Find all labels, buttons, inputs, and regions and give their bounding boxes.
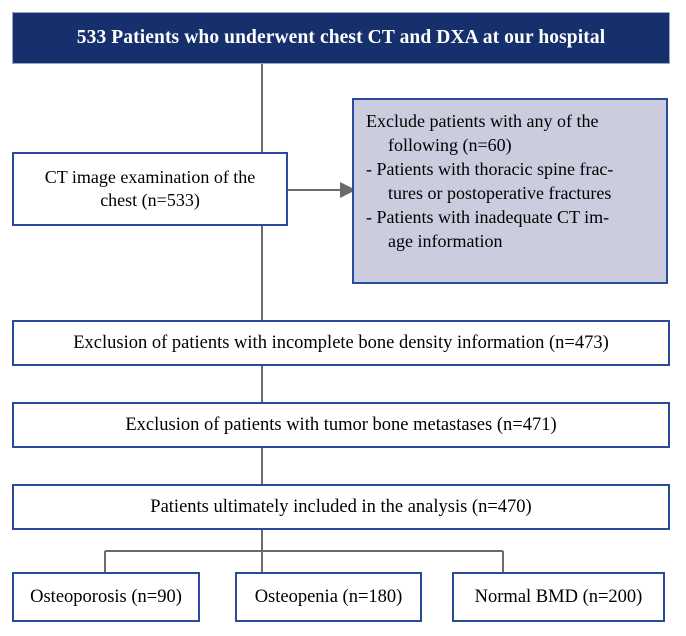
node-exclude-incomplete-bmd: Exclusion of patients with incomplete bo… xyxy=(12,320,670,366)
node-osteopenia: Osteopenia (n=180) xyxy=(235,572,422,622)
node-normal-bmd: Normal BMD (n=200) xyxy=(452,572,665,622)
exclusion-line-4: tures or postoperative fractures xyxy=(388,182,612,203)
ct-line-2: chest (n=533) xyxy=(100,190,200,210)
exclusion-line-5: - Patients with inadequate CT im- xyxy=(366,206,610,227)
ct-line-1: CT image examination of the xyxy=(44,166,256,187)
exclusion-line-2: following (n=60) xyxy=(388,134,512,155)
node-ct-examination: CT image examination of the chest (n=533… xyxy=(12,152,288,226)
exclusion-line-6: age information xyxy=(388,230,503,251)
exclusion-line-3: - Patients with thoracic spine frac- xyxy=(366,158,614,179)
node-exclusion-criteria: Exclude patients with any of the followi… xyxy=(352,98,668,284)
node-osteoporosis: Osteoporosis (n=90) xyxy=(12,572,200,622)
total-patients-banner: 533 Patients who underwent chest CT and … xyxy=(12,12,670,64)
node-patients-included: Patients ultimately included in the anal… xyxy=(12,484,670,530)
node-ct-examination-text: CT image examination of the chest (n=533… xyxy=(45,166,256,213)
exclusion-line-1: Exclude patients with any of the xyxy=(366,111,599,131)
node-exclude-tumor-metastases: Exclusion of patients with tumor bone me… xyxy=(12,402,670,448)
